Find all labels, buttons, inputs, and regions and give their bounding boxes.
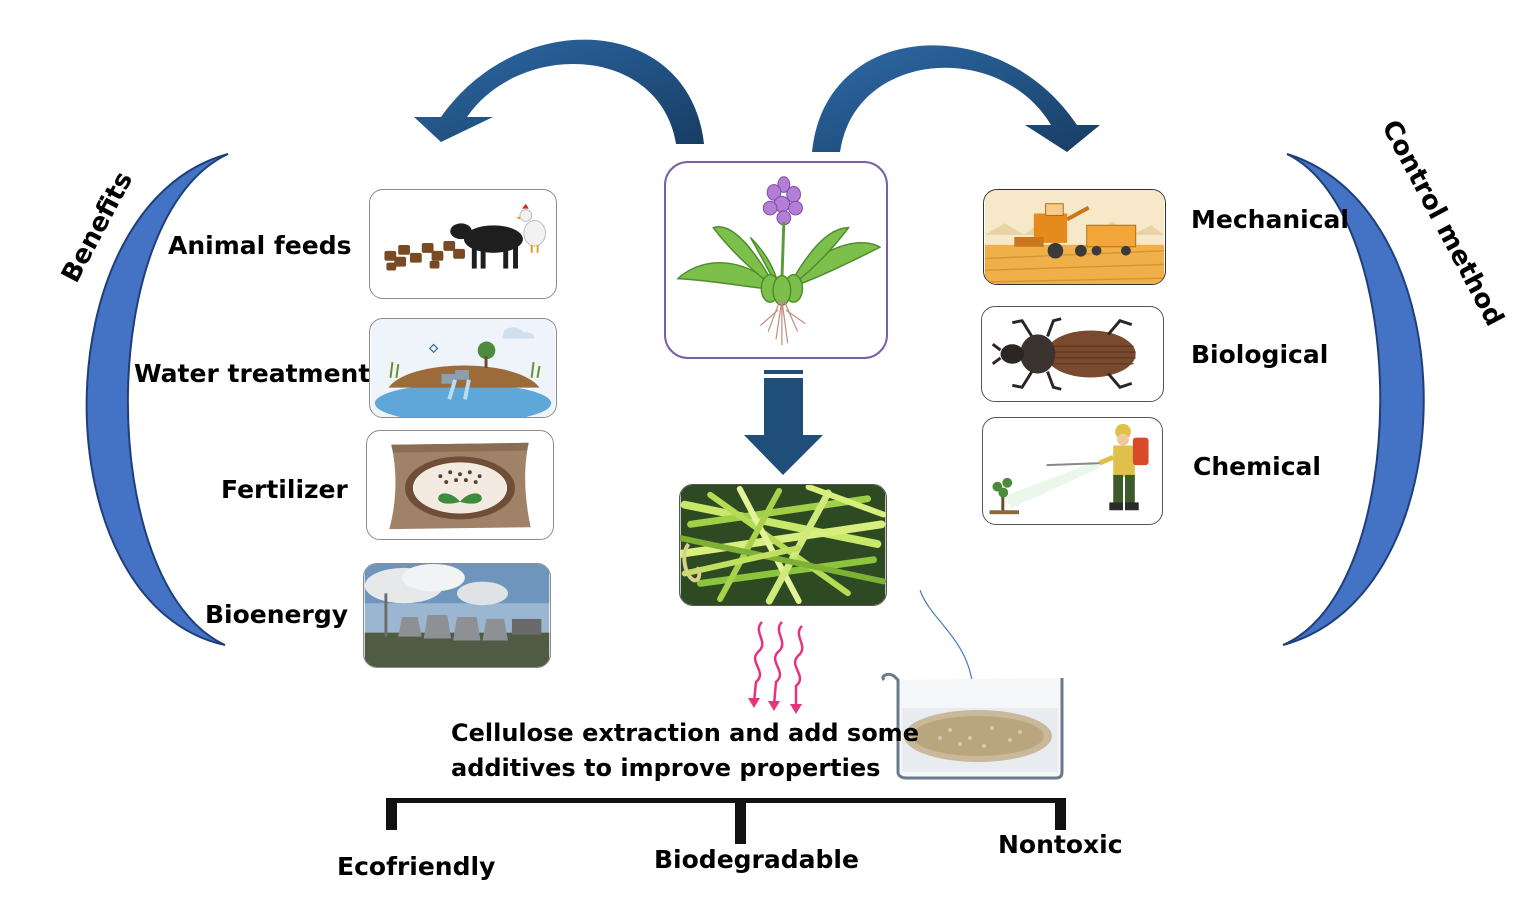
power-plant-icon <box>363 563 551 668</box>
label-chemical: Chemical <box>1193 452 1321 481</box>
arrow-to-benefits <box>414 39 704 144</box>
harvester-icon <box>983 189 1166 285</box>
label-bioenergy: Bioenergy <box>205 600 349 629</box>
label-water-treatment: Water treatment <box>134 359 371 388</box>
arrow-to-control <box>812 45 1100 152</box>
label-animal-feeds: Animal feeds <box>168 231 352 260</box>
properties-bracket <box>386 798 1066 844</box>
beaker-pointer <box>919 589 974 691</box>
process-text-line1: Cellulose extraction and add some <box>451 719 919 747</box>
fertilizer-bag-icon <box>366 430 554 540</box>
water-treatment-icon <box>369 318 557 418</box>
process-text: Cellulose extraction and add some additi… <box>451 716 919 786</box>
beetle-icon <box>981 306 1164 402</box>
down-arrow <box>744 370 823 475</box>
control-bracket <box>1282 153 1425 646</box>
property-ecofriendly: Ecofriendly <box>337 852 496 881</box>
label-mechanical: Mechanical <box>1191 205 1349 234</box>
animal-feeds-icon <box>369 189 557 299</box>
property-biodegradable: Biodegradable <box>654 845 859 874</box>
plant-stems-icon <box>679 484 887 606</box>
beaker-cellulose-icon <box>880 672 1070 780</box>
heat-waves-icon <box>752 621 804 708</box>
property-nontoxic: Nontoxic <box>998 830 1123 859</box>
process-text-line2: additives to improve properties <box>451 754 881 782</box>
label-fertilizer: Fertilizer <box>221 475 348 504</box>
water-hyacinth-icon <box>664 161 888 359</box>
benefits-bracket <box>85 153 229 646</box>
label-biological: Biological <box>1191 340 1329 369</box>
sprayer-icon <box>982 417 1163 525</box>
